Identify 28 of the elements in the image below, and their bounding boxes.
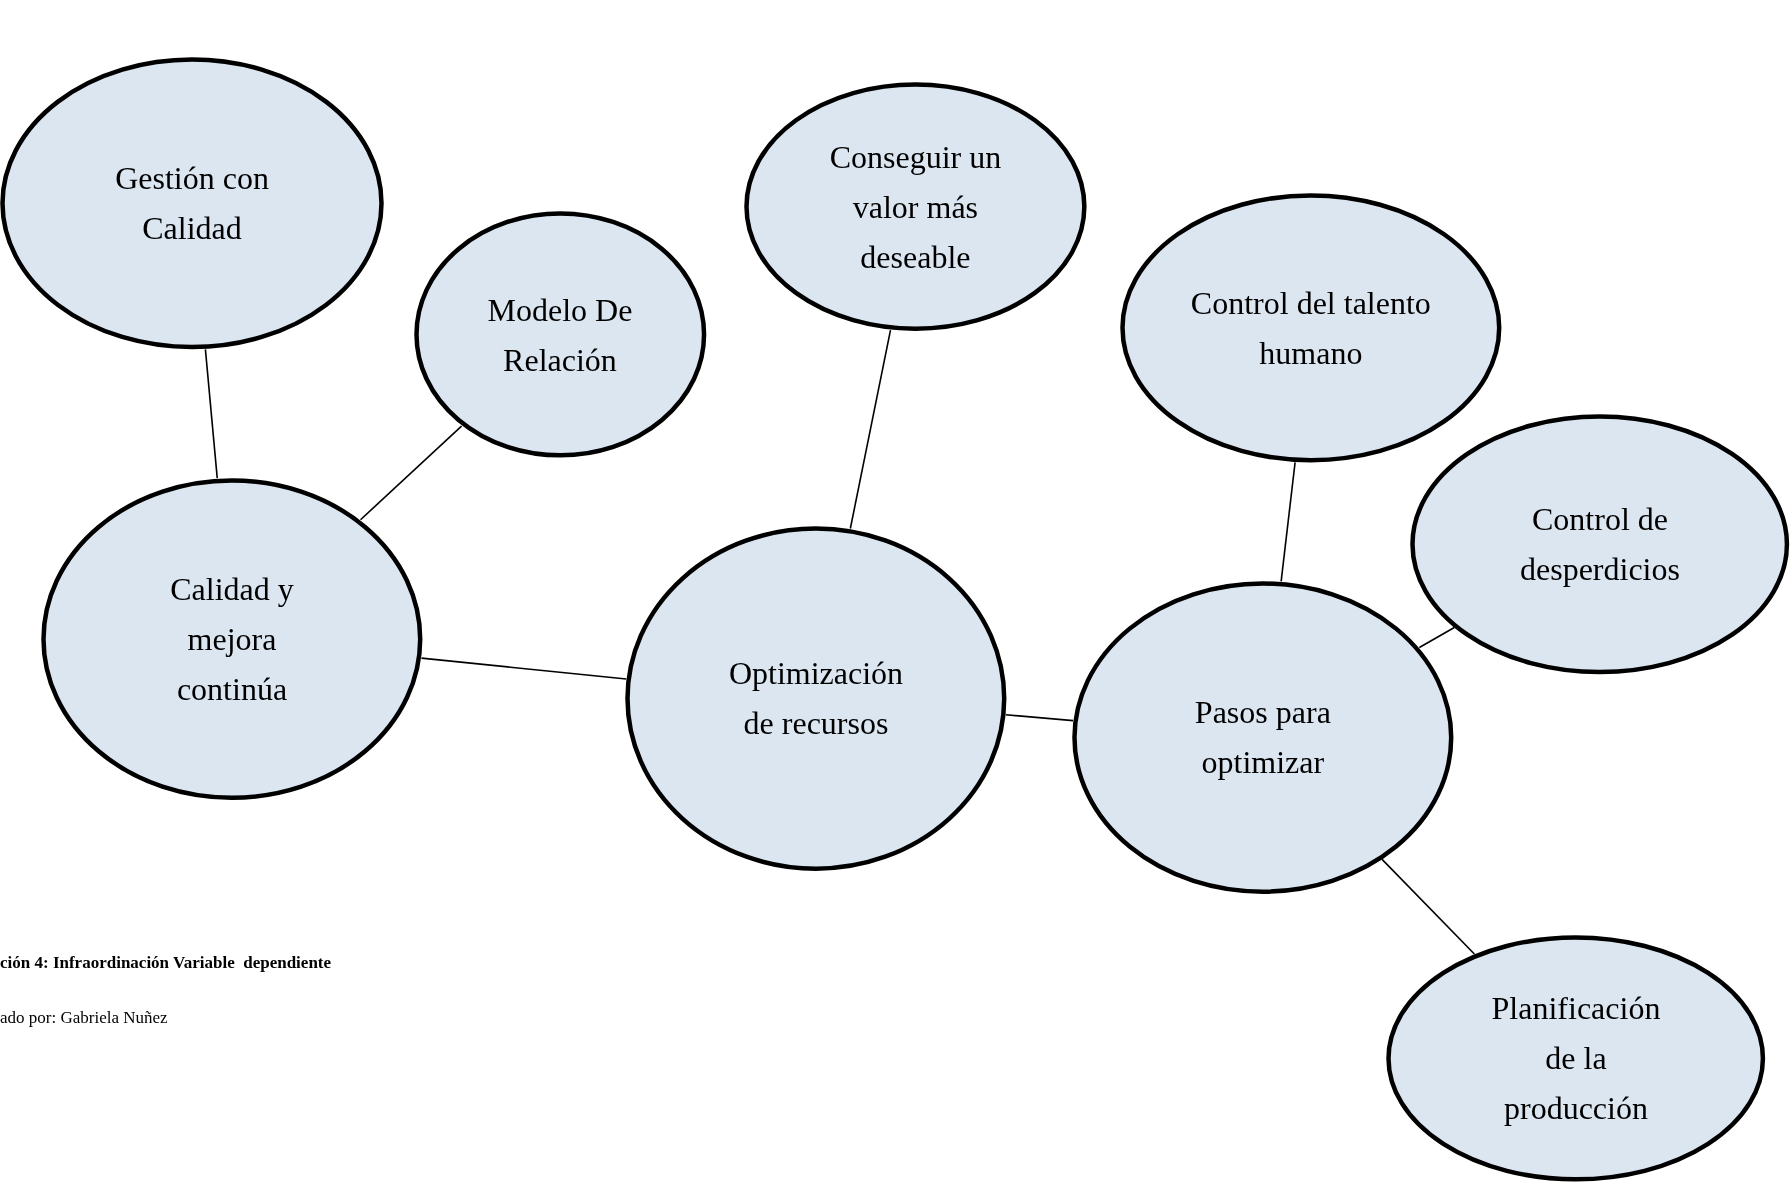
node-text: Gestión con Calidad xyxy=(114,159,270,249)
node-text: Conseguir un valor más deseable xyxy=(828,137,1003,277)
connector-line xyxy=(420,657,628,680)
concept-ellipse xyxy=(0,57,384,350)
node-text: Pasos para optimizar xyxy=(1193,693,1332,783)
connector-line xyxy=(1418,626,1456,649)
node-text: Optimización de recursos xyxy=(727,654,905,744)
concept-ellipse xyxy=(413,211,707,459)
concept-ellipse xyxy=(1072,580,1454,894)
connector-line xyxy=(1005,714,1074,722)
concept-ellipse xyxy=(1410,413,1790,675)
node-text: Planificación de la producción xyxy=(1490,989,1662,1129)
node-text: Modelo De Relación xyxy=(486,290,634,380)
connector-line xyxy=(849,329,892,530)
concept-ellipse xyxy=(41,477,423,800)
node-text: Calidad y mejora continúa xyxy=(169,569,295,709)
author-note: ado por: Gabriela Nuñez xyxy=(0,1008,168,1028)
connector-line xyxy=(1381,858,1476,955)
concept-ellipse xyxy=(625,525,1007,871)
node-text: Control de desperdicios xyxy=(1519,500,1681,589)
concept-ellipse xyxy=(1386,934,1766,1182)
concept-ellipse xyxy=(744,82,1087,332)
node-text: Control del talento humano xyxy=(1190,284,1431,373)
figure-caption: ción 4: Infraordinación Variable dependiente xyxy=(0,953,332,973)
connector-line xyxy=(204,348,219,479)
concept-ellipse xyxy=(1120,193,1502,463)
connector-line xyxy=(1280,461,1296,583)
connector-line xyxy=(359,425,463,521)
